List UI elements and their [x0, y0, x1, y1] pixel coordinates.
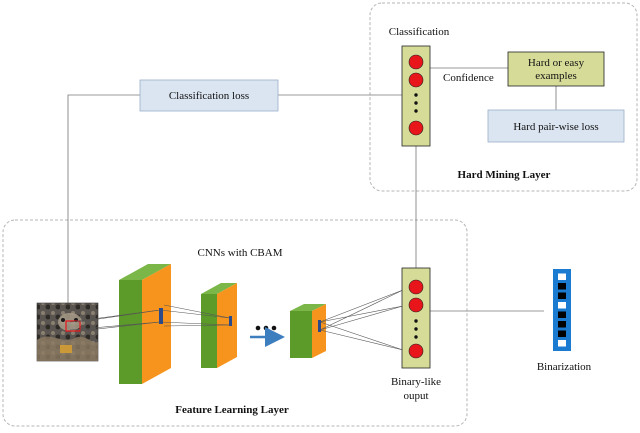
ellipsis-icon: [414, 319, 418, 339]
classification-neuron: [408, 54, 424, 70]
cnns-with-cbam-title: CNNs with CBAM: [198, 247, 283, 259]
binary-output-neuron: [408, 297, 424, 313]
classification-title: Classification: [389, 26, 450, 38]
binary-code-frame: [553, 269, 571, 351]
hard-pairwise-loss-box: [487, 109, 625, 143]
binary-code-cell: [558, 311, 566, 318]
binary-output-neuron: [408, 279, 424, 295]
cnn-feature-block-1: [119, 264, 171, 384]
hard-mining-layer-title: Hard Mining Layer: [458, 169, 551, 181]
classification-neuron-column: [401, 45, 431, 147]
connector-lines: [67, 67, 557, 312]
binarization-label: Binarization: [537, 361, 592, 373]
hard-mining-layer-border: [369, 2, 638, 192]
classification-loss-box: [139, 79, 279, 112]
binary-code-cell: [558, 292, 566, 299]
receptive-field-lines: [69, 289, 404, 351]
binary-like-label-line1: Binary-like: [391, 376, 441, 388]
binary-code-cell: [558, 273, 566, 280]
hard-pairwise-loss-label: Hard pair-wise loss: [513, 121, 598, 133]
cnn-feature-block-3: [290, 304, 326, 358]
binary-code-cell: [558, 340, 566, 347]
hard-or-easy-label-line1: Hard or easy: [528, 57, 585, 69]
hard-or-easy-examples-box: [507, 51, 605, 87]
binary-like-output-column: [401, 267, 431, 369]
cat-photo-thumbnail: [36, 302, 99, 362]
receptive-field-markers: [159, 308, 321, 332]
binary-like-label-line2: ouput: [403, 390, 428, 402]
binary-code-cell: [558, 283, 566, 290]
confidence-label: Confidence: [443, 72, 494, 84]
classification-loss-label: Classification loss: [169, 90, 249, 102]
ellipsis-icon: [414, 93, 418, 113]
binary-code-cell: [558, 302, 566, 309]
ellipsis-icon: [255, 325, 277, 331]
classification-neuron: [408, 72, 424, 88]
binary-code-cell: [558, 321, 566, 328]
binary-code-column: [553, 269, 571, 351]
classification-neuron: [408, 120, 424, 136]
feature-learning-layer-border: [2, 219, 468, 427]
cnn-feature-block-2: [201, 283, 237, 368]
hard-or-easy-label-line2: examples: [535, 70, 577, 82]
binary-code-cell: [558, 330, 566, 337]
input-to-classification-loss-line: [67, 94, 140, 305]
feature-learning-layer-title: Feature Learning Layer: [175, 404, 289, 416]
binary-output-neuron: [408, 343, 424, 359]
